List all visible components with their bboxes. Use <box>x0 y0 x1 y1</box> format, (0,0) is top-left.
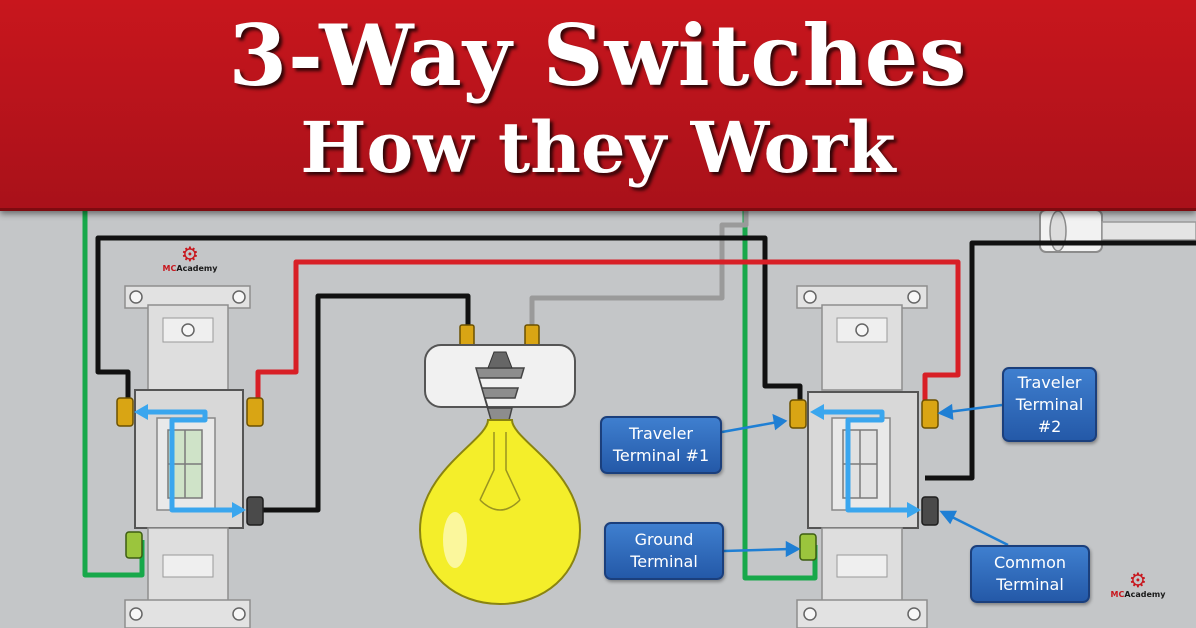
traveler-terminal <box>789 399 807 429</box>
logo-name-prefix: MC <box>162 264 177 273</box>
left-switch <box>116 285 264 628</box>
callout-line: #2 <box>1037 416 1062 436</box>
page-title: 3-Way Switches <box>228 6 968 105</box>
right-switch <box>789 285 939 628</box>
ground-terminal <box>125 531 143 559</box>
logo-name-suffix: Academy <box>1124 590 1166 599</box>
traveler-terminal <box>116 397 134 427</box>
callout-traveler-terminal-2: Traveler Terminal #2 <box>1002 367 1097 442</box>
callout-ground-terminal: Ground Terminal <box>604 522 724 580</box>
light-bulb-icon <box>418 324 582 606</box>
callout-line: Terminal #1 <box>612 446 710 465</box>
hot-wire <box>95 235 1196 513</box>
logo-name-suffix: Academy <box>176 264 218 273</box>
callout-traveler-terminal-1: Traveler Terminal #1 <box>600 416 722 474</box>
callout-line: Terminal <box>996 575 1064 594</box>
gear-icon: ⚙ <box>181 242 199 266</box>
current-path <box>142 409 236 513</box>
callout-common-terminal: Common Terminal <box>970 545 1090 603</box>
logo: ⚙ MCAcademy <box>1098 570 1178 599</box>
callout-line: Terminal <box>1015 394 1084 414</box>
logo: ⚙ MCAcademy <box>150 244 230 273</box>
page-subtitle: How they Work <box>300 106 896 189</box>
callout-arrows <box>721 403 1009 558</box>
logo-name-prefix: MC <box>1110 590 1125 599</box>
callout-line: Common <box>993 553 1067 572</box>
gear-icon: ⚙ <box>1129 568 1147 592</box>
common-terminal <box>921 496 939 526</box>
traveler-wire <box>255 259 961 408</box>
traveler-terminal <box>246 397 264 427</box>
current-path <box>818 409 913 513</box>
title-banner: 3-Way Switches How they Work <box>0 0 1196 211</box>
callout-line: Terminal <box>630 552 698 571</box>
traveler-terminal <box>921 399 939 429</box>
common-terminal <box>246 496 264 526</box>
ground-terminal <box>799 533 817 561</box>
callout-line: Ground <box>634 530 694 549</box>
callout-line: Traveler <box>1017 372 1082 392</box>
callout-line: Traveler <box>629 424 693 443</box>
